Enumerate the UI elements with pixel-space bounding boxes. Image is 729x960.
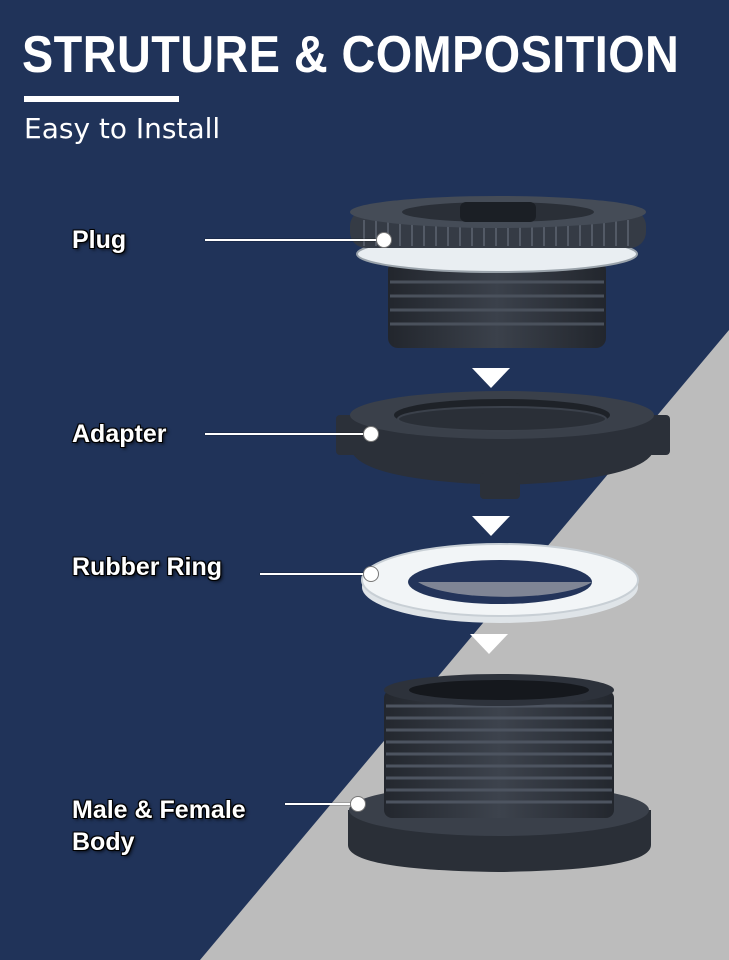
down-arrow-icon [472,368,510,388]
page-subtitle: Easy to Install [24,112,221,145]
down-arrow-icon [470,634,508,654]
rubber-ring-label: Rubber Ring [72,553,222,581]
rubber-ring-leader-line [260,573,365,575]
plug-leader-line [205,239,380,241]
down-arrow-icon [472,516,510,536]
plug-part-image [350,196,646,348]
body-label-line1: Male & Female [72,796,246,824]
adapter-leader-line [205,433,365,435]
male-female-body-image [348,674,651,872]
page-title: STRUTURE & COMPOSITION [22,26,680,84]
plug-label: Plug [72,226,127,254]
plug-marker-dot [376,232,392,248]
rubber-ring-marker-dot [363,566,379,582]
body-label-line2: Body [72,828,135,856]
body-marker-dot [350,796,366,812]
body-leader-line [285,803,353,805]
adapter-label: Adapter [72,420,167,448]
title-underline [24,96,179,102]
adapter-marker-dot [363,426,379,442]
rubber-ring-image [361,543,639,623]
adapter-nut-image [336,391,670,499]
